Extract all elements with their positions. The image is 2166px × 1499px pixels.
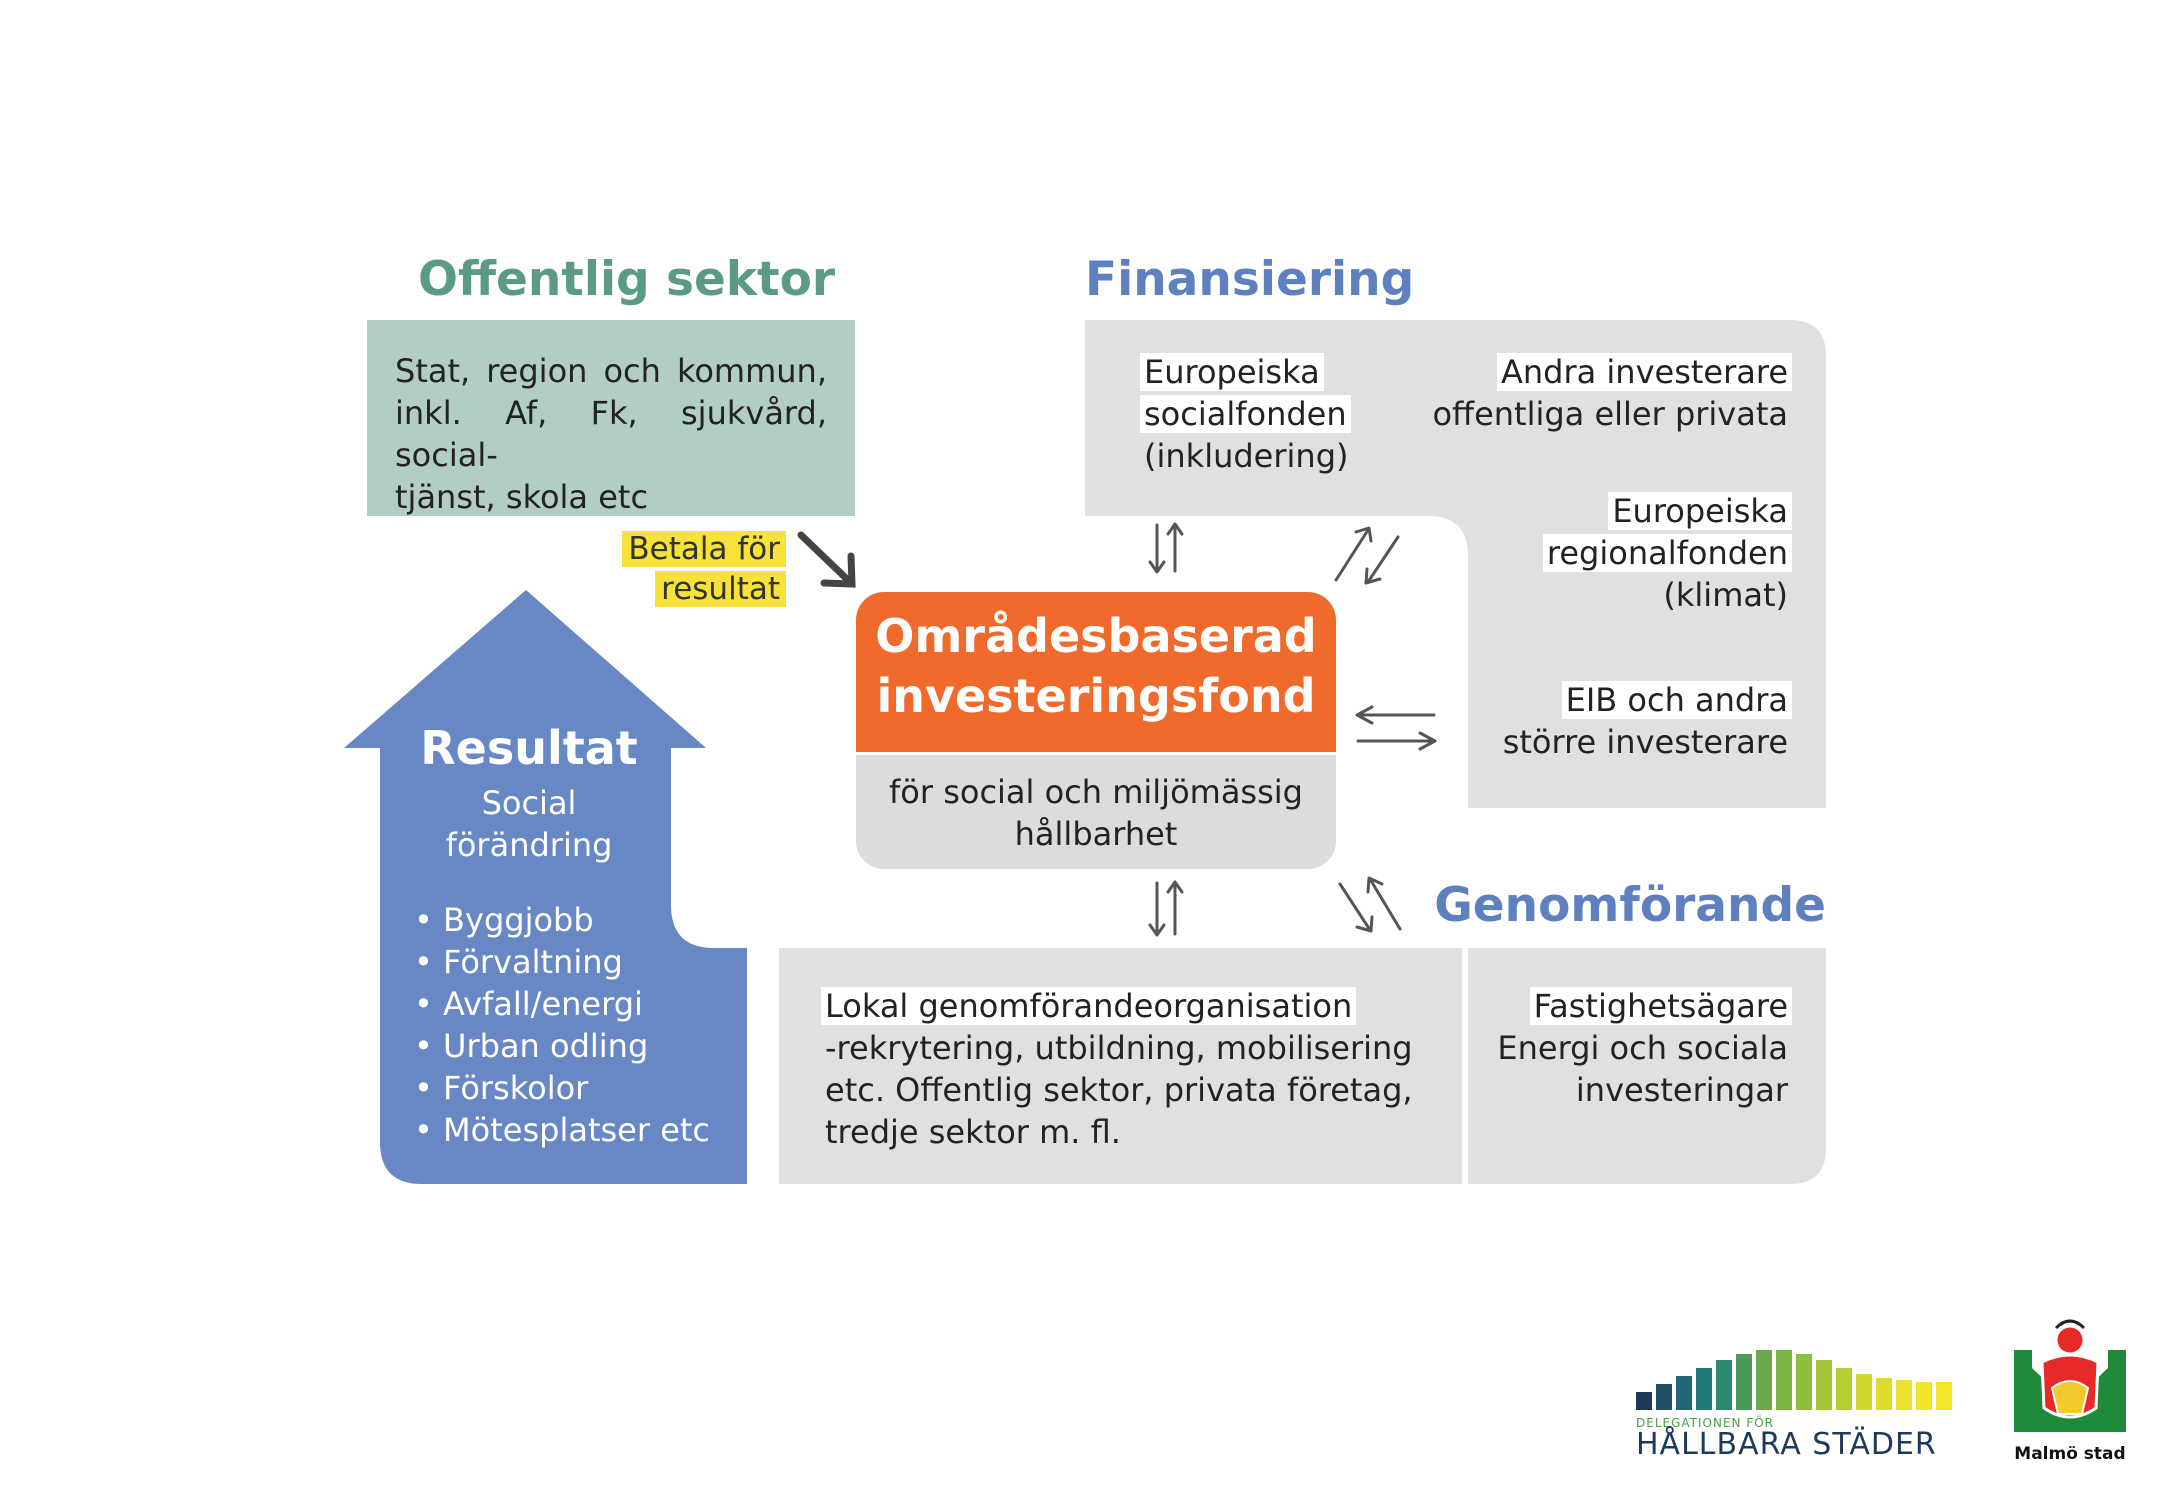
- results-item: Urban odling: [414, 1025, 710, 1067]
- financing-esf-line: (inkludering): [1144, 437, 1349, 475]
- fund-title-line: investeringsfond: [876, 669, 1316, 723]
- results-item: Förvaltning: [414, 941, 710, 983]
- malmo-logo: Malmö stad: [2010, 1318, 2130, 1464]
- arrow-fund-owners: [1338, 876, 1402, 933]
- financing-erdf-line: Europeiska: [1608, 492, 1792, 530]
- implementation-owners-line: Energi och sociala: [1497, 1029, 1788, 1067]
- implementation-local-line: Lokal genomförandeorganisation: [821, 987, 1357, 1025]
- financing-eib: EIB och andra större investerare: [1499, 679, 1792, 763]
- results-item: Byggjobb: [414, 899, 710, 941]
- implementation-owners: Fastighetsägare Energi och sociala inves…: [1493, 985, 1792, 1111]
- arrow-fund-esf: [1148, 522, 1184, 574]
- fund-title-box: Områdesbaserad investeringsfond: [856, 592, 1336, 752]
- public-sector-line: Stat, region och kommun,: [395, 352, 827, 390]
- results-item: Avfall/energi: [414, 983, 710, 1025]
- financing-other-line: offentliga eller privata: [1432, 395, 1788, 433]
- fund-subtitle-line: för social och miljömässig: [889, 773, 1303, 811]
- financing-erdf: Europeiska regionalfonden (klimat): [1542, 490, 1792, 616]
- pay-for-results-label: Betala för resultat: [622, 530, 786, 608]
- results-subheading-line: Social: [481, 784, 577, 822]
- fund-subtitle-line: hållbarhet: [1014, 815, 1178, 853]
- arrow-fund-erdf: [1334, 526, 1400, 585]
- implementation-local-line: etc. Offentlig sektor, privata företag,: [825, 1071, 1413, 1109]
- delegation-logo-big-text: HÅLLBARA STÄDER: [1636, 1427, 1937, 1462]
- pay-for-results-line: resultat: [655, 571, 786, 607]
- financing-esf-line: Europeiska: [1140, 353, 1324, 391]
- delegation-logo-bars: [1636, 1350, 1952, 1410]
- malmo-crest-icon: [2014, 1319, 2126, 1432]
- financing-erdf-line: (klimat): [1663, 576, 1788, 614]
- financing-other-line: Andra investerare: [1496, 353, 1792, 391]
- public-sector-line: tjänst, skola etc: [395, 478, 649, 516]
- results-content: Resultat Social förändring: [380, 718, 678, 866]
- implementation-local: Lokal genomförandeorganisation -rekryter…: [821, 985, 1413, 1153]
- arrow-fund-eib: [1355, 705, 1437, 751]
- financing-erdf-line: regionalfonden: [1542, 534, 1792, 572]
- public-sector-heading: Offentlig sektor: [418, 252, 836, 307]
- public-sector-line: inkl. Af, Fk, sjukvård, social-: [395, 394, 827, 474]
- pay-for-results-line: Betala för: [622, 531, 786, 567]
- results-item: Förskolor: [414, 1067, 710, 1109]
- arrow-fund-local: [1148, 880, 1184, 937]
- implementation-local-line: tredje sektor m. fl.: [825, 1113, 1121, 1151]
- implementation-heading: Genomförande: [1434, 878, 1826, 933]
- results-subheading-line: förändring: [445, 826, 613, 864]
- fund-subtitle-box: för social och miljömässig hållbarhet: [856, 755, 1336, 869]
- financing-esf: Europeiska socialfonden (inkludering): [1140, 351, 1352, 477]
- financing-heading: Finansiering: [1085, 252, 1415, 307]
- financing-esf-line: socialfonden: [1140, 395, 1351, 433]
- pay-arrow: [797, 531, 856, 588]
- results-heading: Resultat: [420, 721, 638, 775]
- implementation-owners-line: Fastighetsägare: [1529, 987, 1792, 1025]
- results-item: Mötesplatser etc: [414, 1109, 710, 1151]
- implementation-local-line: -rekrytering, utbildning, mobilisering: [825, 1029, 1413, 1067]
- implementation-owners-line: investeringar: [1575, 1071, 1788, 1109]
- results-list: Byggjobb Förvaltning Avfall/energi Urban…: [414, 899, 710, 1151]
- financing-eib-line: EIB och andra: [1561, 681, 1792, 719]
- malmo-logo-text: Malmö stad: [2014, 1444, 2126, 1464]
- delegation-logo: DELEGATIONEN FÖR HÅLLBARA STÄDER: [1636, 1340, 1956, 1460]
- financing-eib-line: större investerare: [1502, 723, 1788, 761]
- results-subheading: Social förändring: [380, 782, 678, 866]
- public-sector-box: Stat, region och kommun, inkl. Af, Fk, s…: [367, 320, 855, 516]
- fund-title-line: Områdesbaserad: [875, 609, 1317, 663]
- delegation-logo-small-text: DELEGATIONEN FÖR: [1636, 1416, 1775, 1430]
- financing-other: Andra investerare offentliga eller priva…: [1428, 351, 1792, 435]
